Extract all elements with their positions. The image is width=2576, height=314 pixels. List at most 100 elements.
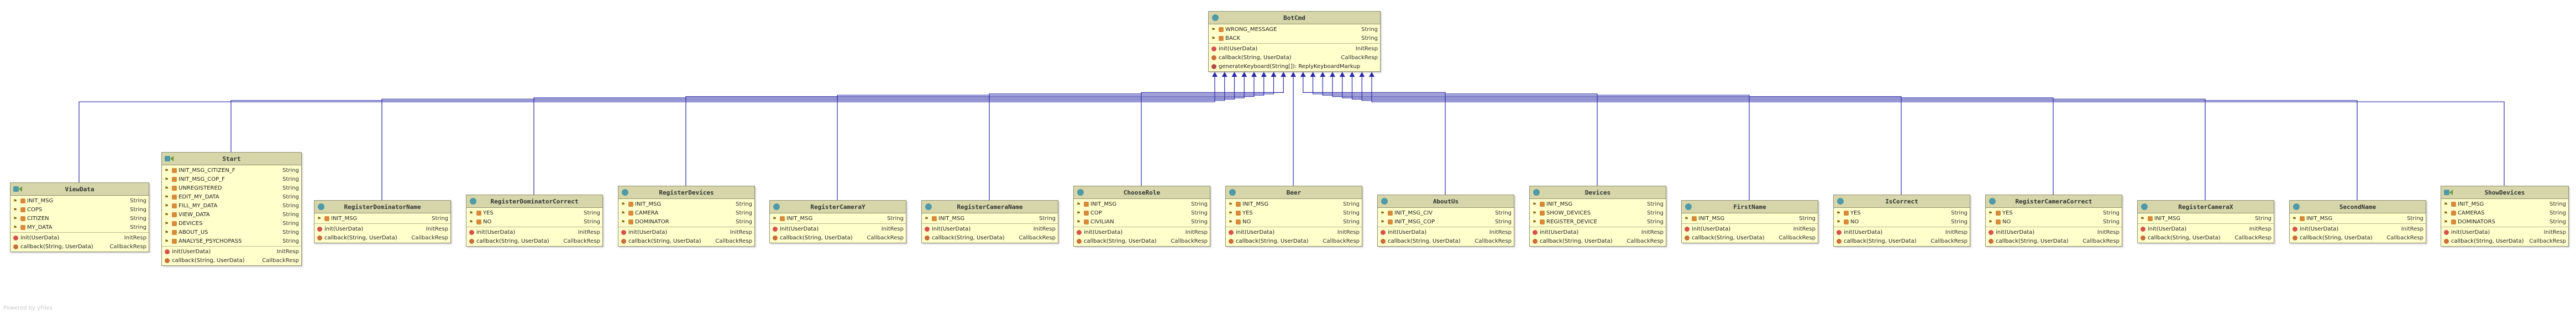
method-row[interactable]: callback(String, UserData)CallbackResp — [1530, 237, 1666, 245]
method-row[interactable]: init(UserData)InitResp — [922, 224, 1058, 233]
method-row[interactable]: init(UserData)InitResp — [1209, 44, 1380, 53]
method-row[interactable]: init(UserData)InitResp — [11, 233, 149, 242]
method-row[interactable]: init(UserData)InitResp — [314, 224, 450, 233]
method-row[interactable]: callback(String, UserData)CallbackResp — [2441, 237, 2568, 245]
method-row[interactable]: init(UserData)InitResp — [1226, 228, 1362, 237]
method-row[interactable]: callback(String, UserData)CallbackResp — [314, 233, 450, 242]
method-row[interactable]: callback(String, UserData)CallbackResp — [1209, 53, 1380, 62]
method-row[interactable]: callback(String, UserData)CallbackResp — [1986, 237, 2122, 245]
method-row[interactable]: init(UserData)InitResp — [466, 228, 602, 237]
method-row[interactable]: callback(String, UserData)CallbackResp — [1226, 237, 1362, 245]
method-row[interactable]: callback(String, UserData)CallbackResp — [162, 256, 301, 265]
method-row[interactable]: init(UserData)InitResp — [1834, 228, 1970, 237]
method-row[interactable]: init(UserData)InitResp — [1986, 228, 2122, 237]
method-row[interactable]: generateKeyboard(String[]): ReplyKeyboar… — [1209, 62, 1380, 71]
method-row[interactable]: callback(String, UserData)CallbackResp — [1682, 233, 1818, 242]
method-row[interactable]: callback(String, UserData)CallbackResp — [770, 233, 906, 242]
method-row[interactable]: init(UserData)InitResp — [1378, 228, 1514, 237]
method-row[interactable]: init(UserData)InitResp — [2138, 224, 2274, 233]
method-row[interactable]: init(UserData)InitResp — [1074, 228, 1210, 237]
method-row[interactable]: init(UserData)InitResp — [1682, 224, 1818, 233]
method-row[interactable]: init(UserData)InitResp — [618, 228, 754, 237]
method-row[interactable]: init(UserData)InitResp — [162, 247, 301, 256]
method-row[interactable]: callback(String, UserData)CallbackResp — [2290, 233, 2426, 242]
method-row[interactable]: callback(String, UserData)CallbackResp — [618, 237, 754, 245]
method-row[interactable]: init(UserData)InitResp — [770, 224, 906, 233]
method-row[interactable]: callback(String, UserData)CallbackResp — [922, 233, 1058, 242]
method-row[interactable]: init(UserData)InitResp — [2290, 224, 2426, 233]
method-row[interactable]: callback(String, UserData)CallbackResp — [2138, 233, 2274, 242]
field-type: String — [1647, 210, 1664, 216]
method-row[interactable]: init(UserData)InitResp — [1530, 228, 1666, 237]
method-row[interactable]: callback(String, UserData)CallbackResp — [1834, 237, 1970, 245]
method-row[interactable]: init(UserData)InitResp — [2441, 228, 2568, 237]
method-row[interactable]: callback(String, UserData)CallbackResp — [1378, 237, 1514, 245]
method-row[interactable]: callback(String, UserData)CallbackResp — [1074, 237, 1210, 245]
method-row[interactable]: callback(String, UserData)CallbackResp — [11, 242, 149, 251]
method-row[interactable]: callback(String, UserData)CallbackResp — [466, 237, 602, 245]
